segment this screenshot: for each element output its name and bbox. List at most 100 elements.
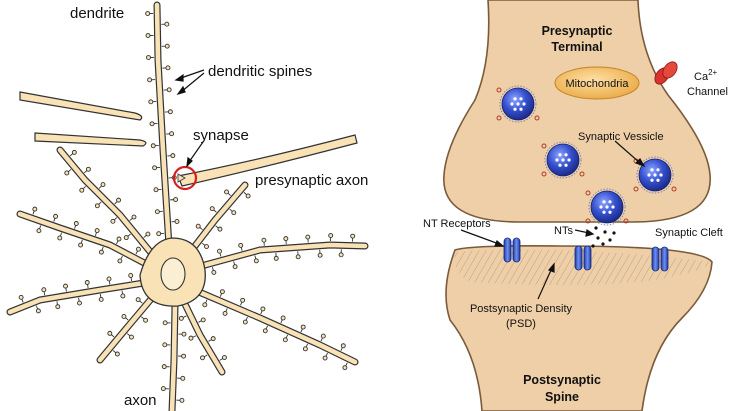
spine-head [84, 280, 90, 285]
spine-head [295, 254, 301, 260]
spine-head [322, 355, 328, 361]
spine-head [261, 237, 267, 243]
spine-head [200, 317, 206, 323]
presynaptic-axon-fiber [177, 134, 358, 187]
spine-head [156, 231, 162, 237]
spine-head [135, 297, 141, 303]
spine-head [273, 255, 279, 261]
spine-head [57, 235, 63, 241]
spine-head [305, 234, 311, 240]
mitochondria [554, 66, 640, 100]
spine-head [242, 319, 248, 325]
label-presynaptic: Presynaptic [542, 24, 613, 38]
spine-head [166, 87, 172, 93]
spine-head [165, 65, 171, 71]
spine-head [136, 246, 141, 252]
spine-head [161, 364, 167, 370]
spine-head [98, 249, 104, 255]
postsynaptic-spine [445, 245, 713, 411]
vesicle [633, 156, 677, 194]
cell-body [139, 237, 206, 307]
spine-head [77, 300, 82, 306]
spine-head [128, 273, 134, 278]
label-postsynaptic: Postsynaptic [523, 373, 601, 387]
nt-receptor [574, 245, 592, 271]
spine-head [116, 236, 122, 242]
label-dendritic-spines: dendritic spines [208, 63, 312, 80]
spine-head [169, 131, 175, 137]
label-nt-receptors: NT Receptors [423, 218, 491, 230]
spine-head [262, 328, 268, 334]
label-nts: NTs [554, 225, 573, 237]
spine-head [217, 248, 222, 254]
spine-head [79, 187, 85, 193]
spine-head [179, 397, 185, 403]
spine-head [180, 375, 186, 381]
spine-head [107, 330, 113, 336]
spine-head [164, 43, 170, 49]
label-channel: Channel [687, 86, 728, 98]
spine-head [131, 214, 137, 220]
spine-head [350, 233, 356, 239]
spine-head [219, 289, 225, 295]
spine-head [121, 314, 127, 319]
label-postsynaptic-density: Postsynaptic Density [470, 303, 573, 315]
spine-head [149, 121, 155, 127]
spine-head [167, 109, 173, 115]
spine-head [181, 353, 187, 359]
spine-head [224, 189, 229, 195]
spine-head [64, 170, 70, 176]
spine-head [152, 165, 158, 171]
spine-head [117, 258, 123, 264]
spine-head [317, 252, 323, 258]
spine-head [174, 219, 180, 224]
spine-head [162, 342, 168, 348]
spine-head [232, 264, 238, 270]
spine-head [110, 218, 116, 224]
spine-head [73, 221, 79, 226]
nt-receptor [651, 246, 669, 272]
spine-head [195, 223, 201, 229]
spine-head [160, 386, 166, 392]
spine-head [211, 269, 217, 275]
spine-head [120, 293, 126, 299]
spine-head [116, 197, 121, 203]
spine-head [231, 210, 237, 216]
label-axon: axon [124, 392, 157, 409]
spine-head [35, 308, 41, 314]
label-psd: (PSD) [506, 318, 536, 330]
label-synaptic-vesicle: Synaptic Vessicle [578, 131, 664, 143]
dendrite-fills [7, 2, 368, 411]
spine-head [253, 258, 259, 264]
label-terminal: Terminal [551, 40, 602, 54]
spine-head [178, 315, 184, 321]
synapse-bouton [177, 173, 186, 183]
spine-head [123, 235, 129, 241]
spine-head [100, 182, 106, 188]
synapse-highlight-circle [172, 165, 198, 191]
synapse-label-arrows [460, 140, 646, 300]
spine-head [217, 226, 223, 232]
spine-head [145, 33, 151, 38]
spine-head [204, 244, 209, 250]
spine-head [147, 77, 153, 83]
spine-head [114, 351, 120, 357]
spine-head [238, 242, 244, 248]
spine-head [63, 283, 68, 289]
spine-head [181, 331, 187, 337]
label-presynaptic-axon: presynaptic axon [255, 172, 368, 189]
vesicle [541, 141, 585, 179]
spine-head [221, 355, 227, 360]
label-dendrite: dendrite [70, 5, 124, 22]
spine-head [283, 236, 289, 242]
dendritic-spines [18, 11, 356, 403]
spine-head [240, 297, 246, 303]
spine-head [154, 209, 160, 215]
incoming-fiber-upper [19, 91, 143, 121]
spine-head [106, 276, 112, 282]
spine-head [338, 252, 344, 258]
spine-head [164, 21, 170, 27]
nt-receptor [503, 237, 521, 263]
spine-head [145, 11, 151, 16]
